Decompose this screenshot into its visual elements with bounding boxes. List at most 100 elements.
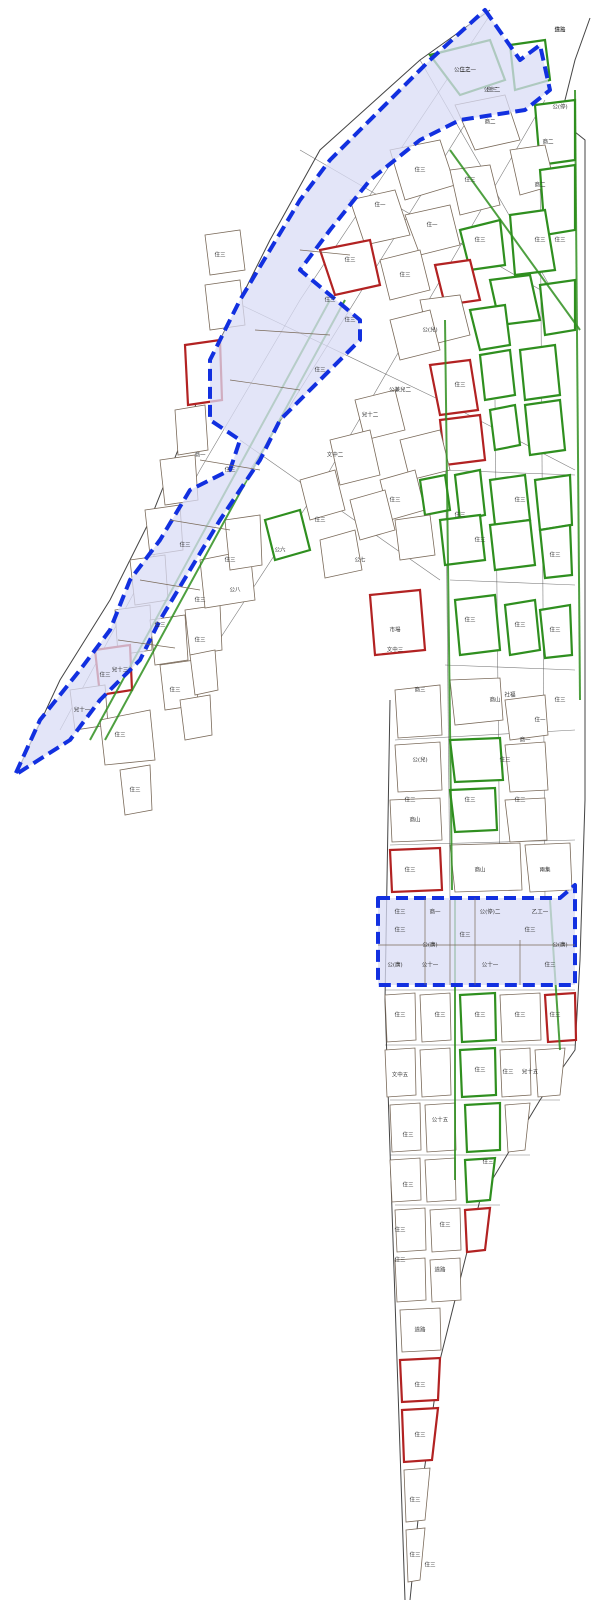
city-block-42	[369, 589, 426, 656]
zone-label: 公(停)	[552, 103, 567, 111]
zone-label: 住三	[344, 256, 356, 264]
zone-label: 商二	[484, 118, 496, 126]
zone-label: 商一	[194, 451, 206, 459]
zone-label: 住三	[394, 1011, 406, 1019]
city-block-90	[504, 1102, 531, 1153]
focus-subdivision-0	[299, 249, 351, 256]
zone-label: 公六	[274, 546, 286, 554]
city-block-26	[354, 389, 406, 441]
green-corridor-3	[574, 89, 581, 701]
zone-label: 公二之一	[454, 66, 477, 74]
zone-label: 住三	[474, 1011, 486, 1019]
zone-label: 住三	[544, 961, 556, 969]
zone-label: 住三	[114, 731, 126, 739]
zone-label: 住三	[402, 1131, 414, 1139]
city-block-35	[349, 489, 396, 541]
zone-label: 住三	[194, 596, 206, 604]
city-block-73	[504, 797, 548, 843]
zone-label: 住三	[454, 381, 466, 389]
zone-label: 住三	[534, 236, 546, 244]
city-block-100	[399, 1357, 441, 1403]
city-block-64	[224, 514, 263, 571]
zone-label: 住三	[454, 511, 466, 519]
city-block-83	[419, 1047, 452, 1098]
focus-subdivision-6	[117, 639, 176, 649]
city-block-33	[534, 474, 573, 531]
zone-label: 住三	[394, 1256, 406, 1264]
city-block-80	[499, 992, 542, 1043]
zone-label: 公十五	[432, 1116, 449, 1124]
zone-label: 住三	[314, 516, 326, 524]
zone-label: 住三	[486, 86, 498, 94]
zone-label: 住三	[459, 66, 471, 74]
zone-label: 住三	[554, 236, 566, 244]
city-block-edge-84	[458, 1046, 498, 1099]
city-block-edge-20	[428, 358, 480, 417]
zone-label: 住三	[404, 866, 416, 874]
zone-label: 住三	[179, 541, 191, 549]
zone-label: 住三	[99, 671, 111, 679]
city-block-edge-43	[453, 593, 502, 657]
zone-label: 公(兒)	[412, 756, 427, 764]
city-block-75	[449, 842, 523, 893]
city-block-18	[469, 304, 511, 351]
zone-label: 公兼兒二	[389, 386, 412, 394]
zone-label: 住三	[394, 908, 406, 916]
focus-subdivision-5	[139, 579, 201, 591]
zone-label: 商二	[542, 138, 554, 146]
zone-label: 道路	[554, 26, 566, 34]
zone-label: 兩集	[539, 866, 551, 874]
city-block-41	[319, 529, 363, 579]
city-block-62	[99, 709, 156, 766]
city-block-25	[524, 399, 566, 456]
city-block-edge-93	[463, 1156, 497, 1204]
city-block-edge-31	[453, 468, 487, 522]
city-block-edge-72	[448, 786, 499, 834]
city-block-edge-96	[463, 1206, 492, 1254]
zone-label: 道路	[434, 1266, 446, 1274]
zone-label: 住三	[514, 796, 526, 804]
zone-label: 公(廣)	[422, 941, 437, 949]
zone-label: 住三	[414, 1431, 426, 1439]
focus-subdivision-3	[199, 459, 261, 471]
city-block-edge-11	[508, 208, 557, 277]
zone-label: 住三	[554, 26, 566, 34]
zoning-labels: 公二之一道路住三商二公(停)商二商二住三住三住三住一住一住三住三住三住三住三住三…	[74, 26, 568, 1569]
city-block-88	[424, 1102, 457, 1153]
zone-label: 住三	[224, 466, 236, 474]
zone-label: 商山	[409, 816, 420, 824]
zone-label: 住三	[554, 696, 566, 704]
city-block-edge-37	[438, 513, 487, 567]
city-block-71	[389, 797, 443, 843]
city-block-edge-18	[468, 303, 512, 352]
zone-label: 住三	[549, 1011, 561, 1019]
zone-label: 住三	[482, 1158, 494, 1166]
focus-area-2	[376, 883, 577, 987]
zone-label: 住三	[394, 926, 406, 934]
city-block-99	[399, 1307, 442, 1353]
zone-label: 住三	[474, 536, 486, 544]
city-block-86	[534, 1047, 566, 1098]
zone-label: 住一	[374, 201, 386, 209]
city-block-edge-39	[538, 523, 574, 580]
zone-label: 住三	[514, 1011, 526, 1019]
zone-label: 住三	[402, 1181, 414, 1189]
zone-label: 公(廣)	[552, 941, 567, 949]
zone-label: 社福	[504, 691, 516, 699]
zone-label: 公十一	[482, 961, 499, 969]
street-line-8	[449, 579, 576, 586]
city-blocks	[69, 38, 581, 1583]
city-block-28	[329, 429, 381, 486]
zone-label: 住三	[514, 496, 526, 504]
city-block-97	[394, 1257, 427, 1303]
zone-label: 公十一	[422, 961, 439, 969]
zone-label: 公八	[229, 588, 241, 594]
street-line-7	[439, 469, 576, 476]
city-block-edge-14	[433, 258, 482, 307]
zone-label: 住一	[426, 221, 438, 229]
city-block-72	[449, 787, 498, 833]
zone-label: 兒十三	[112, 666, 129, 674]
zone-label: 商二	[534, 181, 546, 189]
focus-subdivision-2	[229, 379, 301, 391]
zone-label: 兒十五	[522, 1068, 539, 1076]
